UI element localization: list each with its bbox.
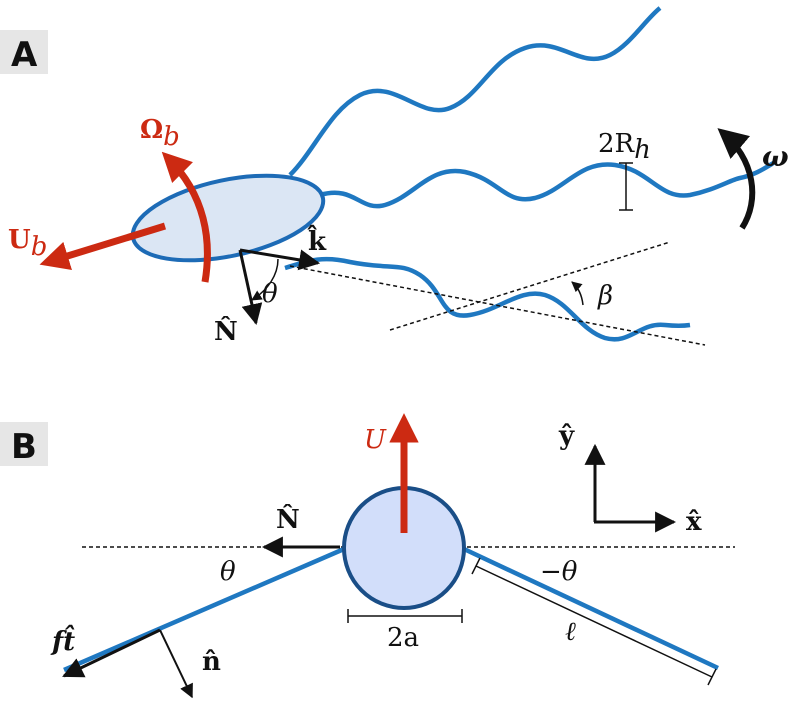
label-f-t-hat: ft̂ — [50, 624, 75, 657]
u-b-arrow — [39, 222, 167, 270]
filament-right — [463, 546, 719, 671]
panel-a-letter: A — [11, 35, 38, 75]
flagellum-upper — [288, 6, 662, 177]
label-two-r-h: 2Rh — [598, 129, 651, 165]
panel-a-badge — [0, 30, 48, 74]
theta-arc-a — [251, 258, 279, 301]
label-u: U — [364, 425, 387, 455]
omega-arrow — [717, 128, 756, 230]
label-y-hat: ŷ — [558, 421, 575, 451]
label-ell: ℓ — [565, 617, 576, 647]
filament-left — [63, 546, 345, 673]
n-hat-arrow — [238, 249, 263, 326]
flagellum-axis-line — [289, 265, 706, 346]
label-n-hat-a: N̂ — [214, 316, 238, 347]
panel-b-letter: B — [11, 427, 37, 467]
label-minus-theta: −θ — [540, 557, 578, 587]
label-omega: ω — [762, 140, 789, 173]
length-bracket-end — [707, 668, 717, 686]
label-u-b: Ub — [8, 225, 47, 262]
flagellum-lower — [284, 256, 691, 342]
label-beta: β — [597, 281, 613, 311]
panel-a: A Ub Ωb k̂ — [0, 6, 789, 347]
tangent-force-arrow — [62, 628, 161, 678]
panel-b: B U ŷ x̂ N̂ θ −θ 2a ℓ — [0, 413, 735, 699]
cell-body-a — [130, 173, 326, 263]
normal-arrow — [159, 629, 193, 699]
label-x-hat: x̂ — [686, 507, 702, 537]
beta-arc — [571, 281, 584, 306]
flagellum-middle — [319, 160, 777, 209]
label-n-hat-b: N̂ — [276, 504, 300, 535]
label-two-a: 2a — [387, 623, 419, 653]
panel-b-badge — [0, 422, 48, 466]
label-theta-b: θ — [220, 557, 236, 587]
omega-b-arrow — [161, 151, 211, 283]
label-k-hat: k̂ — [307, 224, 327, 257]
k-hat-arrow — [239, 248, 321, 271]
label-omega-b: Ωb — [140, 115, 180, 152]
length-bracket-start — [471, 557, 481, 575]
length-bracket — [475, 565, 713, 678]
label-theta-a: θ — [262, 279, 278, 309]
label-n-hat-lower: n̂ — [202, 647, 221, 677]
